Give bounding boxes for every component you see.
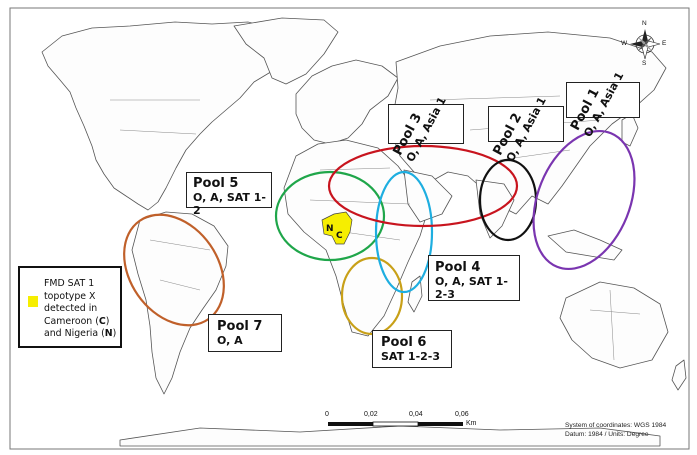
scale-tick-0: 0 <box>325 411 329 418</box>
legend-box: FMD SAT 1 topotype X detected in Cameroo… <box>18 266 122 348</box>
compass-east-label: E <box>662 40 667 47</box>
australia-land <box>559 281 669 369</box>
pool-6-title: Pool 6 <box>381 335 427 350</box>
pool-4-label-box: Pool 4 O, A, SAT 1-2-3 <box>428 255 520 301</box>
compass-south-label: S <box>642 60 647 67</box>
europe-land <box>295 59 399 145</box>
legend-swatch <box>28 296 38 307</box>
antarctica-land <box>119 425 661 447</box>
compass-north-label: N <box>642 20 647 27</box>
pool-5-title: Pool 5 <box>193 176 239 191</box>
greenland-land <box>233 17 339 85</box>
pool-5-ellipse <box>274 170 386 262</box>
new-zealand-land <box>671 359 687 391</box>
nigeria-cameroon-highlight <box>321 211 353 245</box>
legend-text: FMD SAT 1 topotype X detected in Cameroo… <box>44 278 122 341</box>
scale-bar <box>328 421 463 427</box>
scale-tick-1: 0,02 <box>364 411 378 418</box>
pool-7-serotypes: O, A <box>217 334 243 347</box>
pool-5-label-box: Pool 5 O, A, SAT 1-2 <box>186 172 272 217</box>
pool-4-title: Pool 4 <box>435 260 481 275</box>
scale-unit: Km <box>466 420 477 427</box>
pool-1-label-box: Pool 1 O, A, Asia 1 <box>566 70 640 139</box>
pool-7-label-box: Pool 7 O, A <box>208 314 282 352</box>
datum-line: Datum: 1984 / Units: Degree <box>565 431 649 438</box>
pool-6-serotypes: SAT 1-2-3 <box>381 350 441 363</box>
nigeria-marker: N <box>326 224 334 234</box>
coordinate-system-line: System of coordinates: WGS 1984 <box>565 422 667 429</box>
pool-2-label-box: Pool 2 O, A, Asia 1 <box>488 95 564 164</box>
legend-line-3: detected in <box>44 303 98 315</box>
legend-line-5: and Nigeria (N) <box>44 328 117 340</box>
landmasses <box>41 17 687 447</box>
compass-rose <box>630 29 661 60</box>
compass-west-label: W <box>621 40 628 47</box>
pool-7-title: Pool 7 <box>217 319 263 334</box>
legend-line-4: Cameroon (C) <box>44 315 110 327</box>
south-america-land <box>131 211 229 395</box>
legend-line-1: FMD SAT 1 <box>44 278 95 289</box>
scale-tick-3: 0,06 <box>455 411 469 418</box>
pool-4-serotypes: O, A, SAT 1-2-3 <box>435 275 508 301</box>
cameroon-marker: C <box>336 231 343 241</box>
pool-3-ellipse <box>327 144 519 228</box>
pool-6-label-box: Pool 6 SAT 1-2-3 <box>372 330 452 368</box>
pool-4-ellipse <box>374 170 434 294</box>
pool-3-label-box: Pool 3 O, A, Asia 1 <box>388 95 464 164</box>
scale-tick-2: 0,04 <box>409 411 423 418</box>
legend-line-2: topotype X <box>44 290 96 302</box>
pool-5-serotypes: O, A, SAT 1-2 <box>193 191 266 217</box>
coordinate-info: System of coordinates: WGS 1984 Datum: 1… <box>565 421 666 439</box>
pool-1-ellipse <box>532 129 636 271</box>
